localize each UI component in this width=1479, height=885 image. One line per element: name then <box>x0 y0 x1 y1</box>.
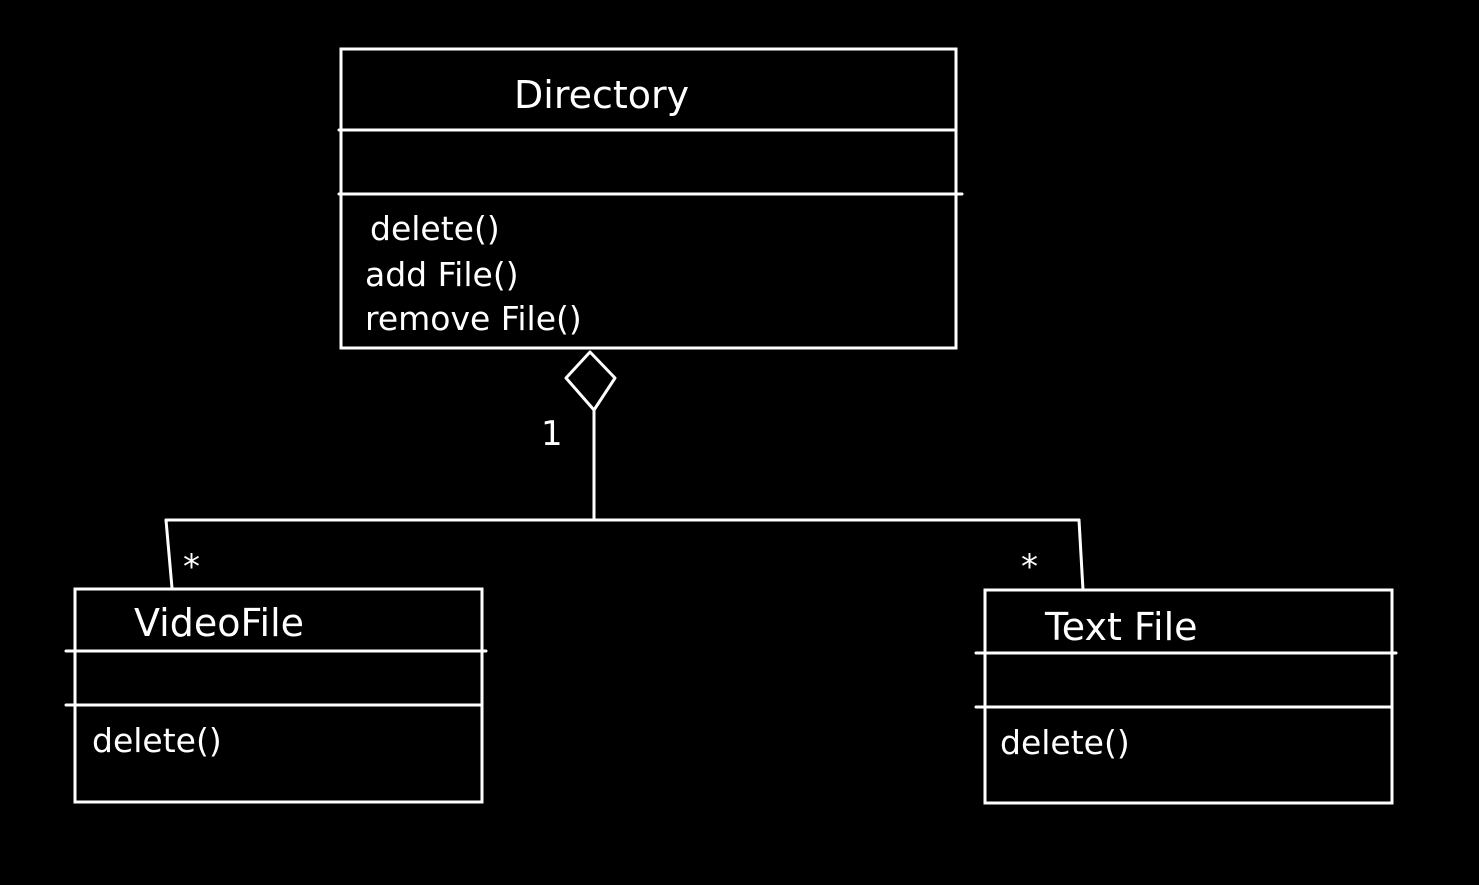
class-directory-name: Directory <box>514 73 689 117</box>
aggregation-left-drop-line <box>164 518 174 590</box>
class-video-file: VideoFile delete() <box>64 587 488 804</box>
class-text-file: Text File delete() <box>974 588 1398 805</box>
multiplicity-directory: 1 <box>541 414 563 454</box>
multiplicity-text-file: * <box>1021 547 1038 587</box>
class-video-file-box <box>73 587 484 804</box>
aggregation-diamond-icon <box>564 350 617 412</box>
class-text-file-method-delete: delete() <box>1000 723 1130 762</box>
aggregation-connector: 1 * * <box>164 350 1085 592</box>
multiplicity-video-file: * <box>183 547 200 587</box>
class-directory: Directory delete() add File() remove Fil… <box>337 47 964 350</box>
class-directory-method-remove-file: remove File() <box>365 299 582 338</box>
class-video-file-name: VideoFile <box>134 601 304 645</box>
class-directory-method-delete: delete() <box>370 209 500 248</box>
class-directory-method-add-file: add File() <box>365 255 519 294</box>
class-video-file-method-delete: delete() <box>92 721 222 760</box>
aggregation-right-drop-line <box>1077 518 1085 592</box>
class-directory-box <box>339 47 958 350</box>
class-text-file-box <box>983 588 1394 805</box>
class-text-file-name: Text File <box>1044 605 1198 649</box>
